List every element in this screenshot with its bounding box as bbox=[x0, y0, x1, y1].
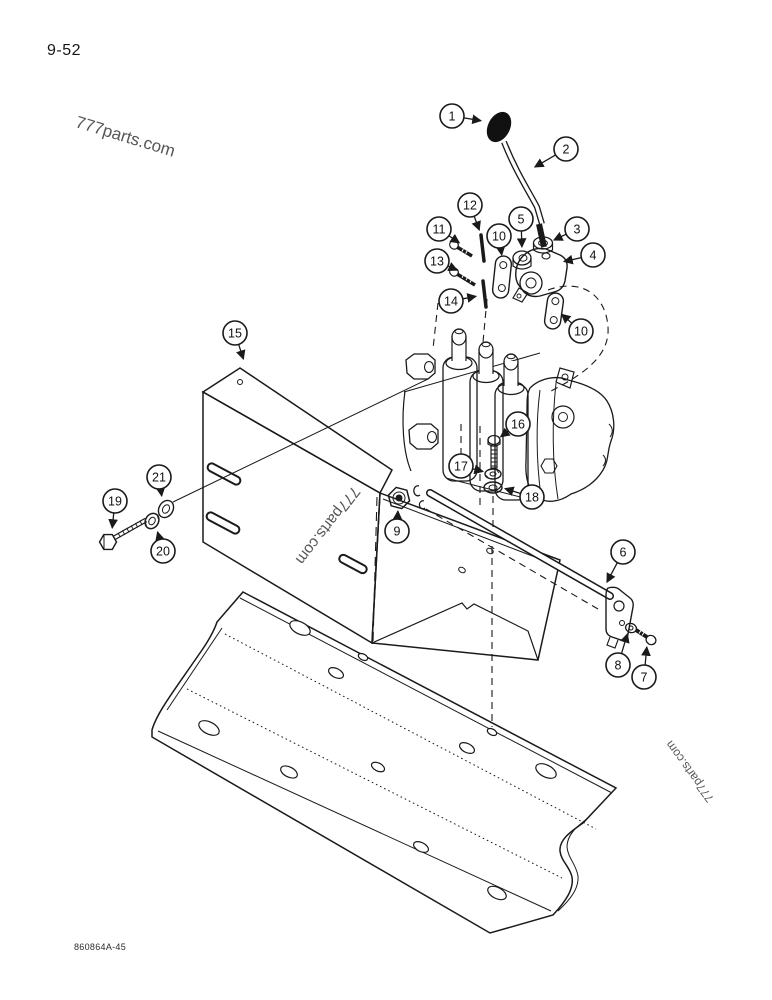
svg-text:10: 10 bbox=[492, 229, 506, 243]
svg-text:4: 4 bbox=[590, 248, 597, 262]
svg-text:21: 21 bbox=[152, 470, 166, 484]
svg-text:7: 7 bbox=[641, 670, 648, 684]
svg-text:8: 8 bbox=[615, 658, 622, 672]
lever-valve-body bbox=[512, 247, 568, 303]
flat-washer-18 bbox=[483, 481, 503, 494]
callout-17: 17 bbox=[448, 453, 485, 479]
callout-21: 21 bbox=[146, 464, 172, 497]
callout-14: 14 bbox=[438, 288, 477, 314]
svg-text:11: 11 bbox=[433, 222, 446, 236]
svg-text:12: 12 bbox=[463, 198, 477, 212]
svg-text:18: 18 bbox=[525, 490, 539, 504]
callout-13: 13 bbox=[424, 248, 459, 274]
svg-text:5: 5 bbox=[518, 212, 525, 226]
callout-10b: 10 bbox=[560, 313, 594, 344]
pin-lower bbox=[481, 279, 488, 309]
callout-2: 2 bbox=[533, 136, 579, 168]
svg-text:6: 6 bbox=[620, 545, 627, 559]
valve-spool-cap-1 bbox=[445, 328, 473, 371]
pivot-nut bbox=[387, 486, 411, 510]
callout-10a: 10 bbox=[486, 223, 512, 256]
retainer-clip-upper bbox=[413, 485, 421, 497]
pin-upper bbox=[479, 233, 486, 263]
callout-1: 1 bbox=[439, 103, 482, 129]
lever-bushing bbox=[512, 250, 532, 270]
bracket-holes bbox=[198, 620, 557, 901]
callout-9: 9 bbox=[384, 510, 410, 544]
callout-6: 6 bbox=[606, 539, 636, 584]
retainer-clip-lower bbox=[418, 500, 426, 510]
link-rod bbox=[426, 489, 657, 649]
link-bolt-lower bbox=[449, 267, 476, 287]
mounting-bolt bbox=[487, 434, 501, 469]
svg-text:14: 14 bbox=[444, 294, 458, 308]
svg-text:13: 13 bbox=[430, 254, 444, 268]
svg-text:10: 10 bbox=[574, 324, 588, 338]
valve-mounting-bolt-group bbox=[483, 434, 503, 494]
rod-bolt bbox=[634, 628, 657, 646]
callout-12: 12 bbox=[457, 192, 483, 232]
callout-4: 4 bbox=[562, 242, 606, 268]
link-bolt-upper bbox=[449, 240, 473, 258]
callout-16: 16 bbox=[499, 411, 531, 438]
callout-7: 7 bbox=[631, 646, 657, 690]
lock-washer-20 bbox=[144, 512, 160, 530]
lever-knob bbox=[486, 111, 512, 143]
callout-20: 20 bbox=[150, 530, 176, 564]
callout-5: 5 bbox=[508, 206, 534, 248]
callout-3: 3 bbox=[552, 216, 590, 242]
cover-box-slots bbox=[205, 462, 368, 575]
svg-text:16: 16 bbox=[511, 417, 525, 431]
link-plate-upper bbox=[491, 255, 513, 299]
valve-end-cover bbox=[525, 367, 615, 502]
callout-19: 19 bbox=[102, 488, 128, 529]
valve-port-fitting-lower bbox=[408, 423, 439, 450]
callout-15: 15 bbox=[222, 320, 248, 361]
svg-text:9: 9 bbox=[394, 524, 401, 538]
flat-washer-21 bbox=[157, 499, 175, 519]
svg-text:17: 17 bbox=[454, 459, 468, 473]
control-lever-group bbox=[449, 111, 568, 330]
lock-washer-17 bbox=[484, 468, 502, 480]
callout-18: 18 bbox=[503, 484, 545, 510]
cover-box bbox=[201, 367, 561, 661]
svg-text:3: 3 bbox=[574, 222, 581, 236]
cover-bolt-group bbox=[98, 499, 175, 551]
svg-text:2: 2 bbox=[563, 142, 570, 156]
page-number: 9-52 bbox=[47, 42, 82, 59]
cover-bolt-head bbox=[98, 533, 118, 551]
rod-washer bbox=[624, 622, 638, 634]
valve-spool-cap-2 bbox=[472, 341, 500, 384]
mounting-bracket bbox=[151, 591, 618, 934]
svg-text:20: 20 bbox=[156, 544, 170, 558]
link-plate-lower bbox=[543, 292, 565, 330]
drawing-number: 860864A-45 bbox=[74, 942, 127, 952]
valve-assembly bbox=[402, 328, 615, 503]
svg-text:19: 19 bbox=[108, 494, 122, 508]
svg-text:15: 15 bbox=[228, 326, 242, 340]
callout-11: 11 bbox=[426, 216, 461, 244]
valve-spool-cap-3 bbox=[497, 353, 525, 396]
callout-8: 8 bbox=[605, 632, 631, 678]
svg-text:1: 1 bbox=[449, 109, 456, 123]
assembly-line-bolt19 bbox=[172, 378, 429, 503]
valve-port-fitting-upper bbox=[405, 353, 436, 380]
